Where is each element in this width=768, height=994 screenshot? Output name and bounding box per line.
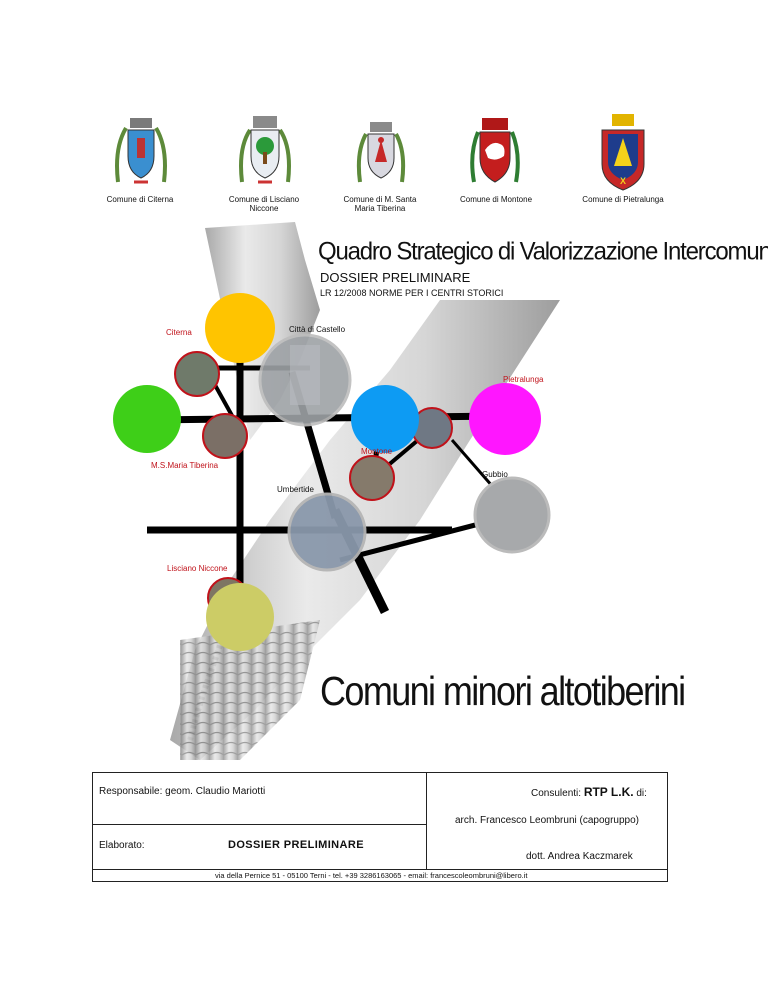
law-reference: LR 12/2008 NORME PER I CENTRI STORICI [320,288,504,298]
address-line: via della Pernice 51 - 05100 Terni - tel… [215,871,528,880]
consulenti-firm: RTP L.K. [583,785,634,799]
elaborato-value: DOSSIER PRELIMINARE [228,839,364,851]
blue-circle [351,385,419,453]
citerna-coat-of-arms-icon [115,118,167,184]
place-gubbio: Gubbio [482,470,508,479]
ms-maria-tiberina-coat-of-arms-icon [356,122,406,183]
green-circle [113,385,181,453]
place-lisciano-niccone: Lisciano Niccone [167,564,228,573]
consultant-2: dott. Andrea Kaczmarek [526,851,633,862]
yellow-circle [205,293,275,363]
place-citta-di-castello: Città di Castello [289,325,346,334]
document-subtitle: DOSSIER PRELIMINARE [320,270,471,285]
zipper-lower-band [180,620,320,760]
place-ms-maria-tiberina: M.S.Maria Tiberina [151,461,219,470]
consultant-1: arch. Francesco Leombruni (capogruppo) [455,815,639,826]
footer-box: Responsabile: geom. Claudio Mariotti Con… [92,772,668,882]
main-title: Comuni minori altotiberini [320,668,686,714]
ms-maria-photo [202,413,248,459]
place-umbertide: Umbertide [277,485,314,494]
place-montone: Montone [361,447,393,456]
gubbio-photo [473,476,551,554]
umbertide-photo [287,492,367,572]
olive-circle [206,583,274,651]
pietralunga-coat-of-arms-icon: X [601,114,645,191]
svg-text:X: X [620,176,626,186]
magenta-circle [469,383,541,455]
montone-coat-of-arms-icon [470,118,520,183]
place-pietralunga: Pietralunga [503,375,544,384]
responsabile-text: Responsabile: geom. Claudio Mariotti [99,786,266,797]
document-title: Quadro Strategico di Valorizzazione Inte… [318,237,768,266]
montone-photo [349,455,395,501]
citerna-photo [174,351,220,397]
lisciano-niccone-coat-of-arms-icon [239,116,291,184]
place-citerna: Citerna [166,328,192,337]
crest-label-pietralunga: Comune di Pietralunga [582,195,664,204]
photo-circles [174,333,551,619]
consulenti-line: Consulenti: RTP L.K. di: [531,785,647,799]
elaborato-label: Elaborato: [99,840,145,851]
crest-label-citerna: Comune di Citerna [106,195,174,204]
crest-label-montone: Comune di Montone [459,195,533,204]
